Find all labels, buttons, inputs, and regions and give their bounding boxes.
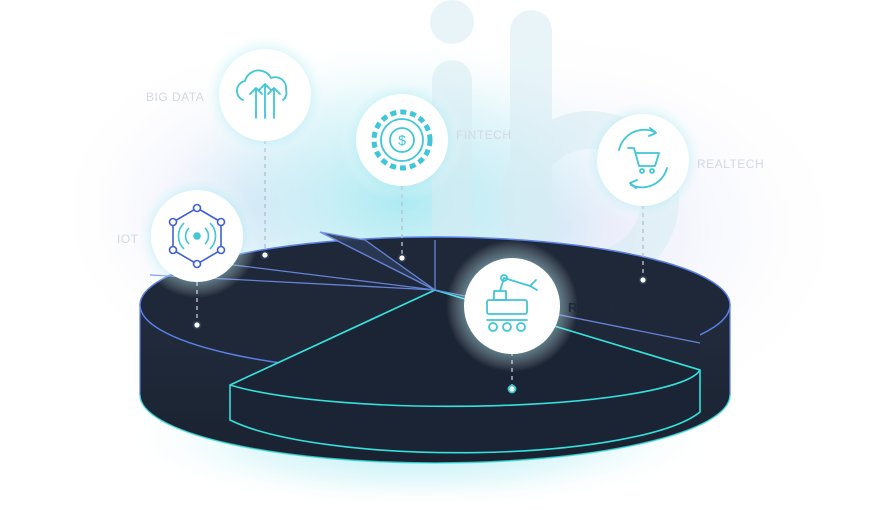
- cloud-upload-icon: [236, 69, 288, 119]
- node-robotics[interactable]: [464, 258, 560, 354]
- label-fintech: FINTECH: [456, 128, 512, 142]
- node-realtech[interactable]: [597, 114, 689, 206]
- svg-text:$: $: [398, 132, 406, 148]
- label-iot: IOT: [117, 232, 139, 246]
- label-robotics: ROBOTICS: [568, 300, 641, 315]
- wireless-hexagon-icon: [168, 203, 226, 269]
- robot-rover-icon: [486, 274, 538, 332]
- dollar-gear-icon: $: [371, 109, 433, 171]
- pie-chart-3d: [139, 231, 731, 464]
- node-big-data[interactable]: [219, 49, 311, 141]
- node-iot[interactable]: [151, 190, 243, 282]
- label-realtech: REALTECH: [697, 157, 765, 171]
- label-big-data: BIG DATA: [146, 90, 205, 104]
- connector-dots: [192, 250, 648, 394]
- shopping-cart-cycle-icon: [618, 127, 668, 189]
- node-fintech[interactable]: $: [356, 94, 448, 186]
